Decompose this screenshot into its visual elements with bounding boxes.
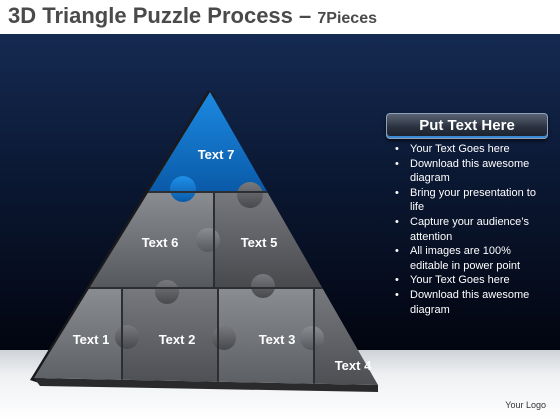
bullet-item: Your Text Goes here	[390, 273, 550, 288]
bullet-item: All images are 100% editable in power po…	[390, 244, 550, 273]
bullet-item: Capture your audience’s attention	[390, 215, 550, 244]
pyramid-base-edge	[34, 378, 378, 392]
title-separator: –	[292, 3, 318, 28]
panel-header: Put Text Here	[386, 113, 548, 139]
piece-1-label: Text 1	[73, 332, 110, 347]
piece-6-label: Text 6	[142, 235, 179, 250]
knob-1-2	[115, 325, 139, 349]
piece-7-label: Text 7	[198, 147, 235, 162]
piece-3-label: Text 3	[259, 332, 296, 347]
piece-6-shape[interactable]	[0, 192, 214, 288]
knob-2-3	[212, 326, 236, 350]
knob-7-6	[170, 176, 196, 202]
bullet-item: Download this awesome diagram	[390, 288, 550, 317]
piece-4-label: Text 4	[335, 358, 372, 373]
knob-6-row	[155, 280, 179, 304]
knob-3-4	[300, 326, 324, 350]
knob-7-5	[237, 182, 263, 208]
bullet-item: Bring your presentation to life	[390, 186, 550, 215]
title-sub: 7Pieces	[317, 10, 377, 27]
knob-5-row	[251, 274, 275, 298]
knob-6-5	[196, 228, 220, 252]
title-text: 3D Triangle Puzzle Process – 7Pieces	[8, 3, 377, 29]
piece-2-label: Text 2	[159, 332, 196, 347]
piece-5-label: Text 5	[241, 235, 278, 250]
bullet-list: Your Text Goes here Download this awesom…	[390, 142, 550, 317]
bullet-item: Download this awesome diagram	[390, 157, 550, 186]
bullet-item: Your Text Goes here	[390, 142, 550, 157]
slide-title: 3D Triangle Puzzle Process – 7Pieces	[0, 0, 560, 34]
title-main: 3D Triangle Puzzle Process	[8, 3, 293, 28]
logo-text: Your Logo	[505, 400, 546, 410]
